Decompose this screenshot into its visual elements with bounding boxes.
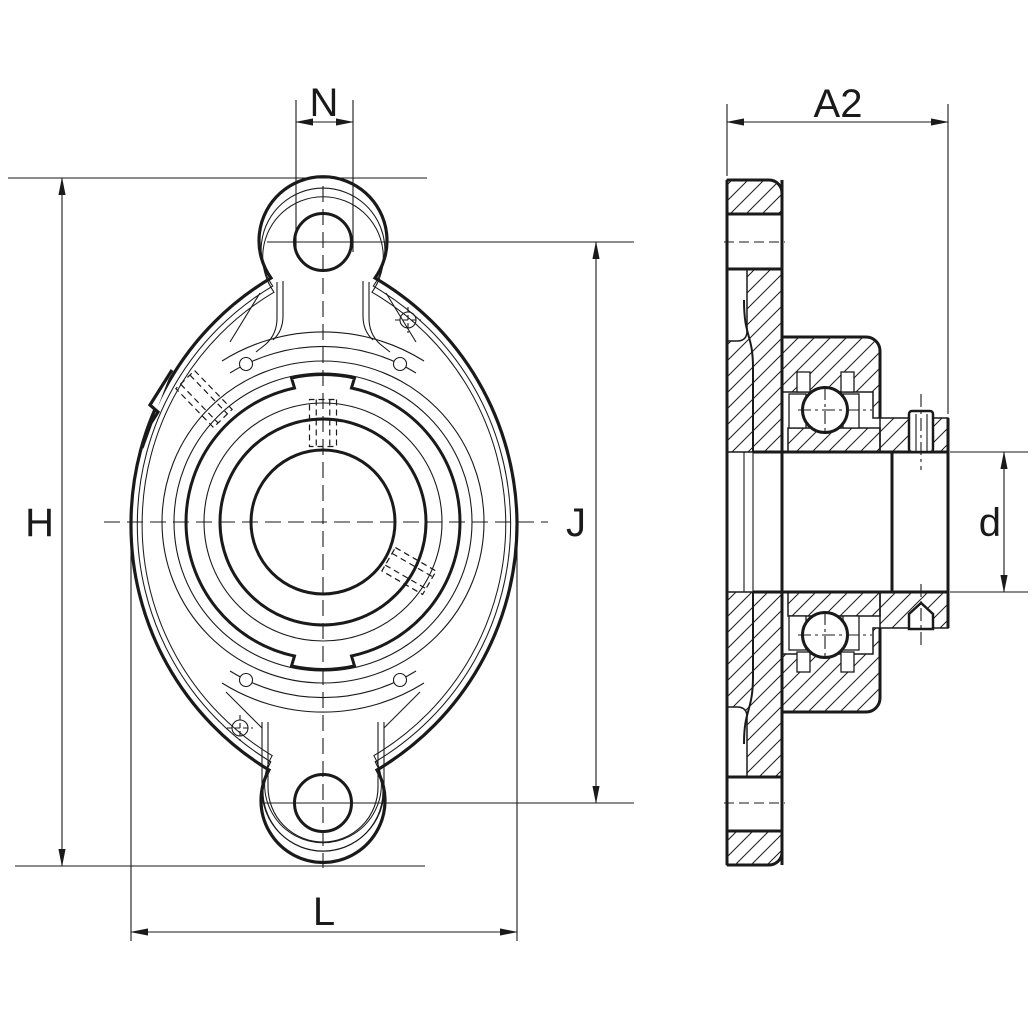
bolt-boss-top <box>229 281 417 353</box>
casting-lug <box>140 369 174 449</box>
ball-centerlines <box>798 387 872 658</box>
flange-outline <box>129 175 519 865</box>
dimension-N <box>295 100 354 252</box>
flange-top-block <box>726 179 783 215</box>
label-A2: A2 <box>814 82 863 126</box>
flange-upper-mid <box>726 268 783 453</box>
label-L: L <box>313 890 335 934</box>
housing-backface-lines <box>743 299 754 745</box>
flange-inner-offset-1 <box>136 187 512 852</box>
set-screw-bottom <box>907 584 935 648</box>
cast-hole-upper-right <box>395 307 421 333</box>
dimension-A2 <box>726 104 949 414</box>
flange-inner-offset-2 <box>141 196 507 844</box>
label-N: N <box>310 81 339 125</box>
front-view <box>8 100 634 941</box>
side-section-view <box>724 104 1028 867</box>
label-J: J <box>566 501 586 545</box>
set-screw-top <box>907 394 935 470</box>
section-hatched-regions <box>726 179 949 866</box>
dimension-d <box>950 451 1028 593</box>
hidden-setscrew-right <box>381 546 437 596</box>
section-outlines <box>725 178 950 867</box>
flange-bottom-block <box>726 830 783 866</box>
flange-lower-mid <box>726 591 783 778</box>
cast-hole-lower-left <box>227 715 253 741</box>
label-H: H <box>25 501 54 545</box>
label-d: d <box>979 501 1001 545</box>
hidden-grease-passage <box>175 369 233 429</box>
outer-ring-notched-circle <box>184 373 462 671</box>
inner-ring-bottom <box>787 591 881 617</box>
dimension-L <box>130 525 518 941</box>
